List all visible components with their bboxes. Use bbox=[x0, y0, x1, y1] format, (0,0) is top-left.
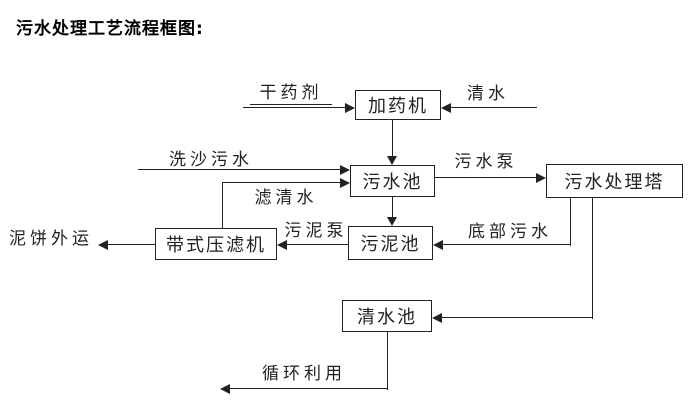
line-sludge-pump bbox=[287, 244, 348, 246]
arrow-mud-cake-out-icon bbox=[98, 240, 108, 250]
arrow-filtered-water-icon bbox=[340, 178, 350, 188]
arrow-recycle-icon bbox=[220, 384, 230, 394]
arrow-bottom-sewage-icon bbox=[433, 240, 443, 250]
node-sewage-treatment-tower: 污水处理塔 bbox=[546, 164, 683, 198]
arrow-sewage-pump-icon bbox=[536, 173, 546, 183]
line-tower-to-clean-pool-vertical bbox=[592, 198, 594, 319]
node-sludge-pool: 污泥池 bbox=[348, 226, 433, 260]
node-sewage-pool: 污水池 bbox=[350, 165, 435, 197]
line-tower-to-clean-pool-horizontal bbox=[442, 317, 593, 319]
arrow-dry-chemical-icon bbox=[345, 103, 355, 113]
arrow-sludge-pump-icon bbox=[277, 240, 287, 250]
arrow-tower-to-clean-pool-icon bbox=[432, 313, 442, 323]
line-dosing-to-sewage-pool bbox=[392, 120, 394, 157]
edge-label-dry-chemical: 干药剂 bbox=[250, 83, 332, 105]
line-bottom-sewage-vertical bbox=[570, 198, 572, 246]
edge-label-clean-water: 清水 bbox=[467, 84, 509, 104]
edge-label-sand-washing-sewage: 洗沙污水 bbox=[169, 150, 253, 170]
arrow-sewage-pool-to-sludge-pool-icon bbox=[387, 217, 397, 226]
arrow-clean-water-icon bbox=[441, 103, 451, 113]
edge-label-sewage-pump: 污水泵 bbox=[454, 152, 518, 172]
line-recycle-horizontal bbox=[230, 388, 388, 390]
line-mud-cake-out bbox=[108, 244, 155, 246]
line-sand-washing-sewage bbox=[138, 169, 340, 171]
edge-label-filtered-water: 滤清水 bbox=[254, 188, 318, 208]
line-sewage-pump bbox=[435, 177, 536, 179]
edge-label-sludge-pump: 污泥泵 bbox=[284, 221, 348, 241]
line-filtered-water-vertical bbox=[222, 183, 224, 228]
node-clean-water-pool: 清水池 bbox=[342, 300, 432, 332]
page-title: 污水处理工艺流程框图: bbox=[16, 19, 204, 39]
arrow-sand-washing-sewage-icon bbox=[340, 165, 350, 175]
arrow-dosing-to-sewage-pool-icon bbox=[387, 156, 397, 165]
line-sewage-pool-to-sludge-pool bbox=[392, 197, 394, 217]
edge-label-mud-cake-out: 泥饼外运 bbox=[9, 229, 93, 249]
node-belt-filter-press: 带式压滤机 bbox=[155, 228, 277, 260]
line-recycle-vertical bbox=[387, 332, 389, 390]
line-bottom-sewage-horizontal bbox=[443, 244, 571, 246]
line-filtered-water-horizontal bbox=[222, 182, 340, 184]
line-dry-chemical bbox=[243, 107, 345, 109]
edge-label-recycle: 循环利用 bbox=[262, 364, 346, 384]
line-clean-water bbox=[451, 107, 537, 109]
node-dosing-machine: 加药机 bbox=[355, 90, 441, 120]
edge-label-bottom-sewage: 底部污水 bbox=[468, 222, 552, 242]
